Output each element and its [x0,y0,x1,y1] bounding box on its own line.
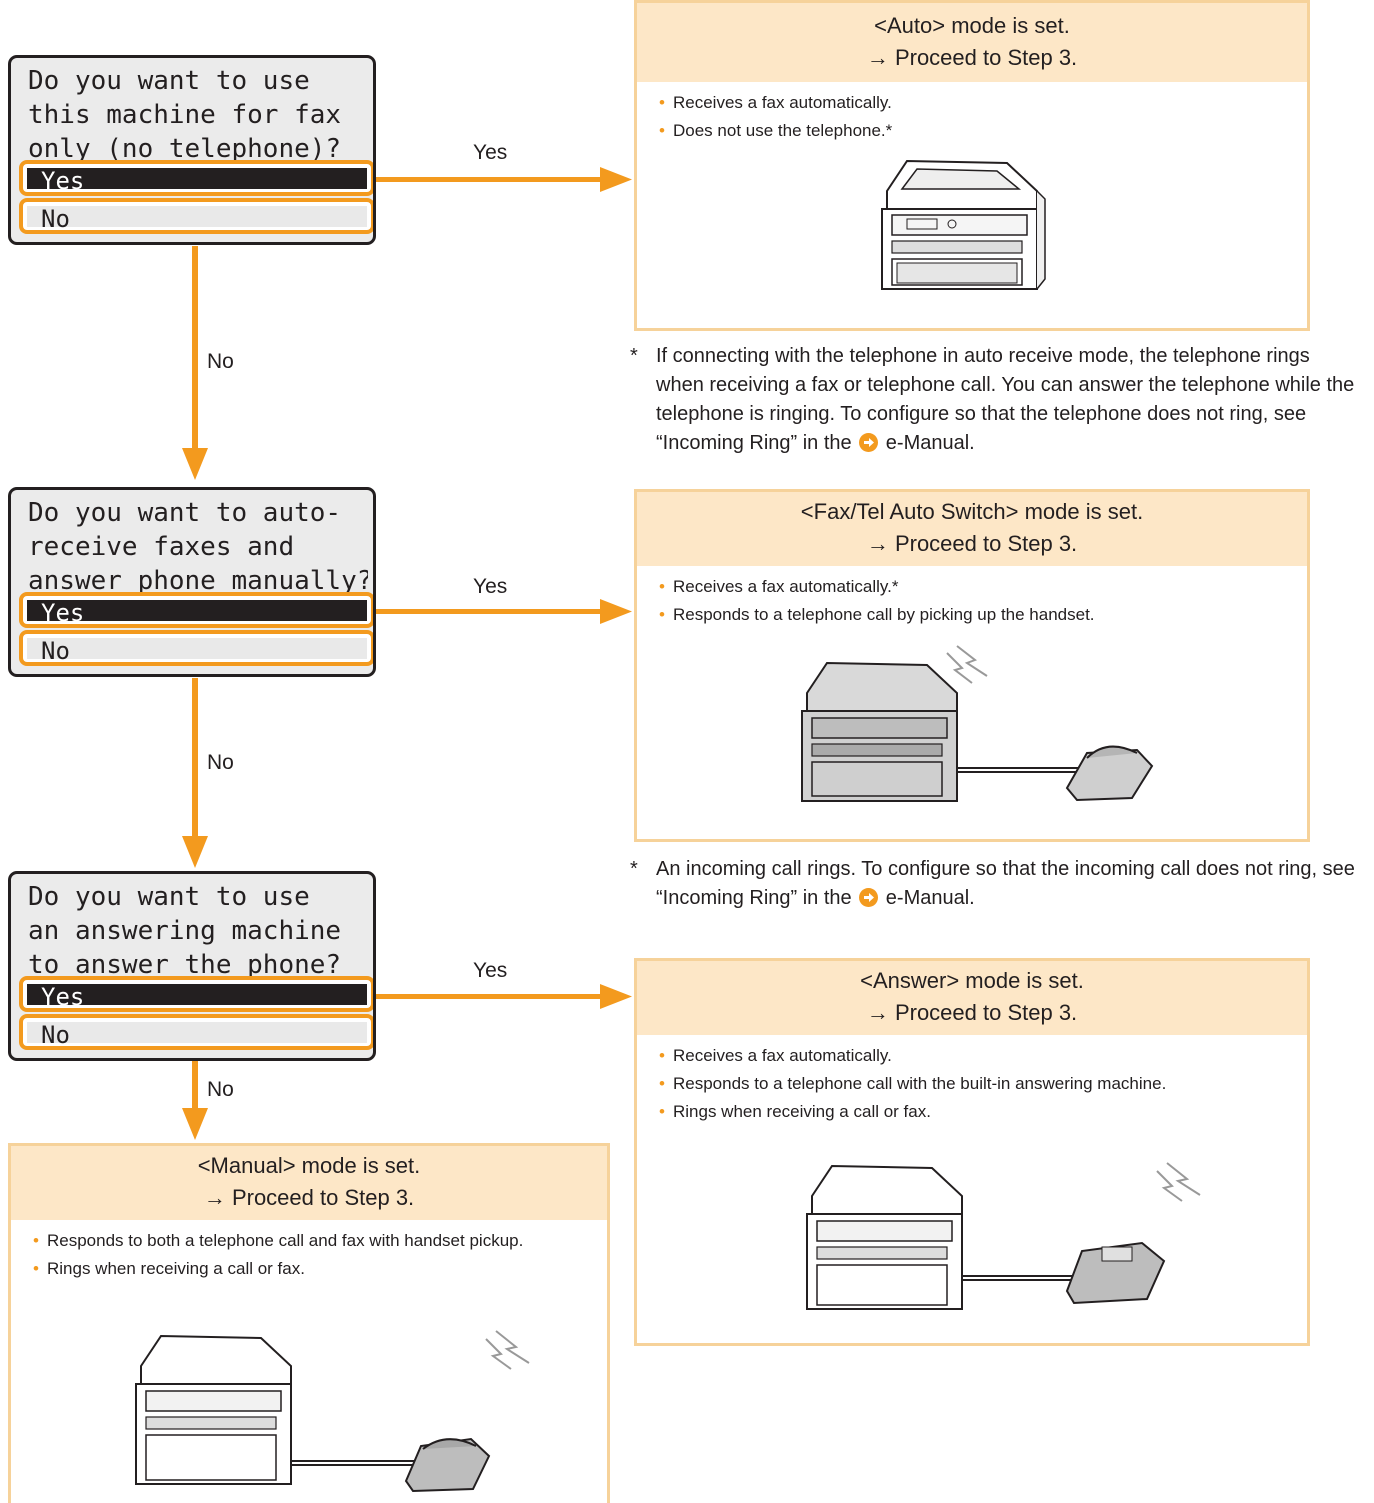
bullet-item: Rings when receiving a call or fax. [659,1098,1287,1126]
e-manual-arrow-icon [859,888,879,907]
footnote-link[interactable]: e-Manual. [885,887,975,909]
lcd-question-2: Do you want to auto- receive faxes and a… [8,487,376,677]
option-yes[interactable]: Yes [19,160,373,196]
result-header: <Answer> mode is set. → Proceed to Step … [637,961,1307,1035]
result-manual: <Manual> mode is set. → Proceed to Step … [8,1143,610,1503]
option-yes[interactable]: Yes [19,976,373,1012]
label-q3-yes: Yes [473,959,508,982]
label-q1-no: No [207,350,234,373]
arrow-q3-yes-shaft [372,994,600,999]
footnote-marker: * [630,345,638,367]
lcd-question-1: Do you want to use this machine for fax … [8,55,376,245]
arrow-q3-no-shaft [192,1060,198,1110]
label-q2-yes: Yes [473,575,508,598]
option-yes[interactable]: Yes [19,592,373,628]
e-manual-arrow-icon [859,433,879,452]
arrow-q2-no-shaft [192,678,198,838]
arrow-q1-yes-shaft [372,177,600,182]
result-header: <Fax/Tel Auto Switch> mode is set. → Pro… [637,492,1307,566]
question-text: Do you want to use this machine for fax … [28,66,342,164]
bullet-item: Does not use the telephone.* [659,117,1287,145]
option-no-label: No [27,1022,367,1047]
result-auto: <Auto> mode is set. → Proceed to Step 3.… [634,0,1310,331]
arrow-q3-yes-head [600,984,632,1009]
option-no-label: No [27,206,367,231]
result-fax-tel: <Fax/Tel Auto Switch> mode is set. → Pro… [634,489,1310,842]
option-no[interactable]: No [19,198,373,234]
result-step: → Proceed to Step 3. [866,45,1078,70]
result-title: <Manual> mode is set. [197,1153,421,1178]
bullet-item: Rings when receiving a call or fax. [33,1255,557,1283]
arrow-q1-yes-head [600,167,632,192]
result-bullets: Receives a fax automatically. Does not u… [659,89,1287,145]
option-yes-label: Yes [27,600,367,625]
result-title: <Fax/Tel Auto Switch> mode is set. [800,499,1144,524]
bullet-item: Receives a fax automatically.* [659,573,1287,601]
footnote-auto: * If connecting with the telephone in au… [630,342,1356,458]
option-no[interactable]: No [19,630,373,666]
arrow-q1-no-shaft [192,246,198,450]
result-step: → Proceed to Step 3. [203,1185,415,1210]
result-header: <Manual> mode is set. → Proceed to Step … [11,1146,607,1220]
arrow-q2-yes-head [600,599,632,624]
question-text: Do you want to use an answering machine … [28,882,342,980]
bullet-item: Responds to a telephone call by picking … [659,601,1287,629]
printer-illustration [881,159,1046,290]
printer-phone-illustration [135,1330,530,1493]
label-q1-yes: Yes [473,141,508,164]
result-title: <Answer> mode is set. [860,968,1084,993]
printer-phone-illustration [801,645,1154,802]
label-q3-no: No [207,1078,234,1101]
result-bullets: Receives a fax automatically. Responds t… [659,1042,1287,1126]
arrow-q3-no-head [182,1108,208,1140]
result-header: <Auto> mode is set. → Proceed to Step 3. [637,3,1307,82]
lcd-question-3: Do you want to use an answering machine … [8,871,376,1061]
question-text: Do you want to auto- receive faxes and a… [28,498,368,596]
footnote-fax-tel: * An incoming call rings. To configure s… [630,855,1366,913]
arrow-q2-no-head [182,836,208,868]
footnote-text: An incoming call rings. To configure so … [656,858,1355,909]
bullet-item: Receives a fax automatically. [659,89,1287,117]
label-q2-no: No [207,751,234,774]
result-title: <Auto> mode is set. [874,13,1070,38]
printer-phone-illustration [806,1162,1201,1310]
option-no[interactable]: No [19,1014,373,1050]
result-bullets: Receives a fax automatically.* Responds … [659,573,1287,629]
footnote-marker: * [630,858,638,880]
arrow-q1-no-head [182,448,208,480]
arrow-q2-yes-shaft [372,609,600,614]
footnote-text: If connecting with the telephone in auto… [656,345,1355,454]
bullet-item: Responds to both a telephone call and fa… [33,1227,557,1255]
bullet-item: Receives a fax automatically. [659,1042,1287,1070]
result-step: → Proceed to Step 3. [866,1000,1078,1025]
result-answer: <Answer> mode is set. → Proceed to Step … [634,958,1310,1346]
option-yes-label: Yes [27,984,367,1009]
result-step: → Proceed to Step 3. [866,531,1078,556]
bullet-item: Responds to a telephone call with the bu… [659,1070,1287,1098]
option-yes-label: Yes [27,168,367,193]
option-no-label: No [27,638,367,663]
result-bullets: Responds to both a telephone call and fa… [33,1227,557,1283]
footnote-link[interactable]: e-Manual. [885,432,975,454]
